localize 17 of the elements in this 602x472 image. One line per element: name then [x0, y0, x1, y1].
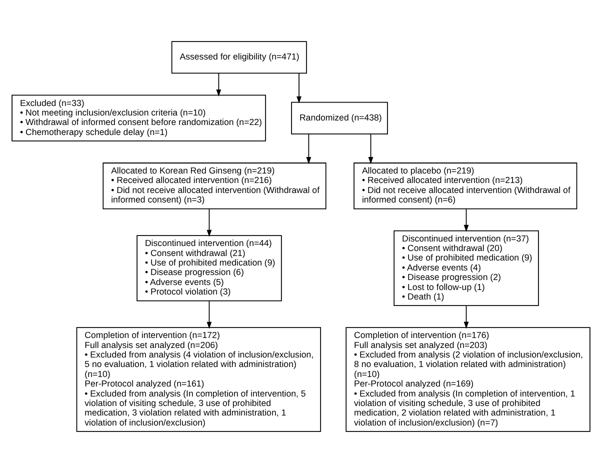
arrow	[464, 304, 469, 328]
node-box: Excluded (n=33) • Not meeting inclusion/exclusion criteria (n=10) • Withdrawal of informed consent before randomization (n=22) • Chemotherapy schedule delay (n=1)	[12, 94, 266, 141]
node-box: Assessed for eligibility (n=471)	[171, 40, 307, 74]
arrow	[216, 72, 222, 96]
node-box: Allocated to placebo (n=219) • Received allocated intervention (n=213) • Did not receive allocated intervention (Withdrawal of informed consent) (n=6)	[354, 162, 578, 209]
node-box: Allocated to Korean Red Ginseng (n=219) • Received allocated intervention (n=216) • Did not receive allocated intervention (Withdrawal of informed consent) (n=3)	[102, 162, 326, 209]
node-box: Completion of intervention (n=176) Full analysis set analyzed (n=203) • Excluded from analysis (2 violation of inclusion/exclusion, 8 no evaluation, 1 violation related with administration) (n=10) Per-Protocol analyzed (n=169) • Excluded from analysis (In completion of intervention, 1 violation of visiting schedule, 3 use of prohibited medication, 2 violation related with administration, 1 violation of inclusion/exclusion) (n=7)	[346, 326, 590, 432]
node-box: Completion of intervention (n=172) Full analysis set analyzed (n=206) • Excluded from analysis (4 violation of inclusion/exclusion, 5 no evaluation, 1 violation related with administration) (n=10) Per-Protocol analyzed (n=161) • Excluded from analysis (In completion of intervention, 5 violation of visiting schedule, 3 use of prohibited medication, 3 violation related with administration, 1 violation of inclusion/exclusion)	[76, 326, 322, 432]
node-box: Discontinued intervention (n=37) • Consent withdrawal (20) • Use of prohibited medication (9) • Adverse events (4) • Disease progression (2) • Lost to follow-up (1) • Death (1)	[394, 230, 539, 306]
node-box: Randomized (n=438)	[291, 101, 388, 134]
node-box: Discontinued intervention (n=44) • Consent withdrawal (21) • Use of prohibited medication (9) • Disease progression (6) • Adverse events (5) • Protocol violation (3)	[136, 234, 282, 301]
arrow	[368, 133, 374, 164]
arrow	[206, 208, 212, 236]
arrow	[306, 133, 312, 164]
arrow	[206, 300, 212, 328]
arrow	[464, 208, 469, 232]
arrow	[296, 72, 302, 103]
